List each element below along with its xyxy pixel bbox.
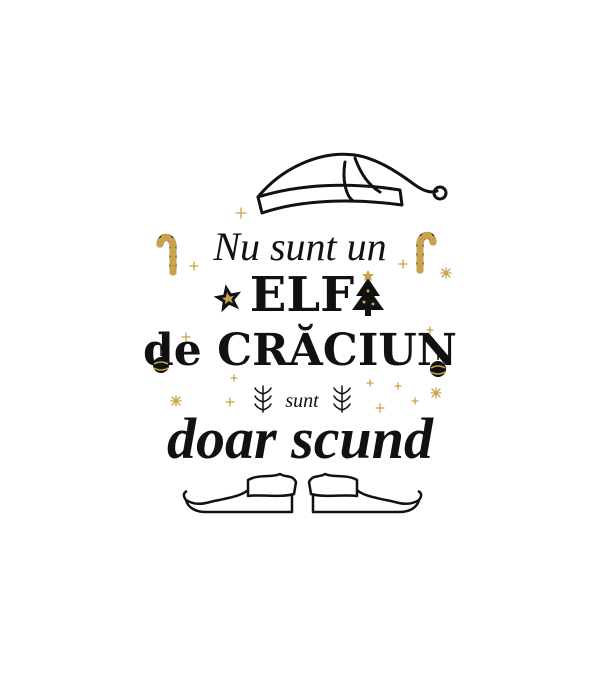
elf-boot-icon [307,472,423,514]
ornament-icon [153,345,169,373]
candy-cane-icon [416,232,437,274]
headline-line-1: Nu sunt un [212,224,386,269]
sparkle-icon [170,207,452,413]
elf-boot-icon [182,472,298,514]
headline-line-5: doar scund [167,406,434,471]
headline-line-4: sunt [285,390,319,412]
candy-cane-icon [156,234,177,276]
santa-hat-icon [256,152,448,215]
star-icon [213,284,242,313]
christmas-tree-icon [352,270,384,316]
ornament-icon [430,350,446,377]
headline-line-3: de CRĂCIUN [143,323,457,376]
twig-icon [333,385,351,413]
headline-line-2: ELF [250,267,354,323]
twig-icon [254,385,272,413]
